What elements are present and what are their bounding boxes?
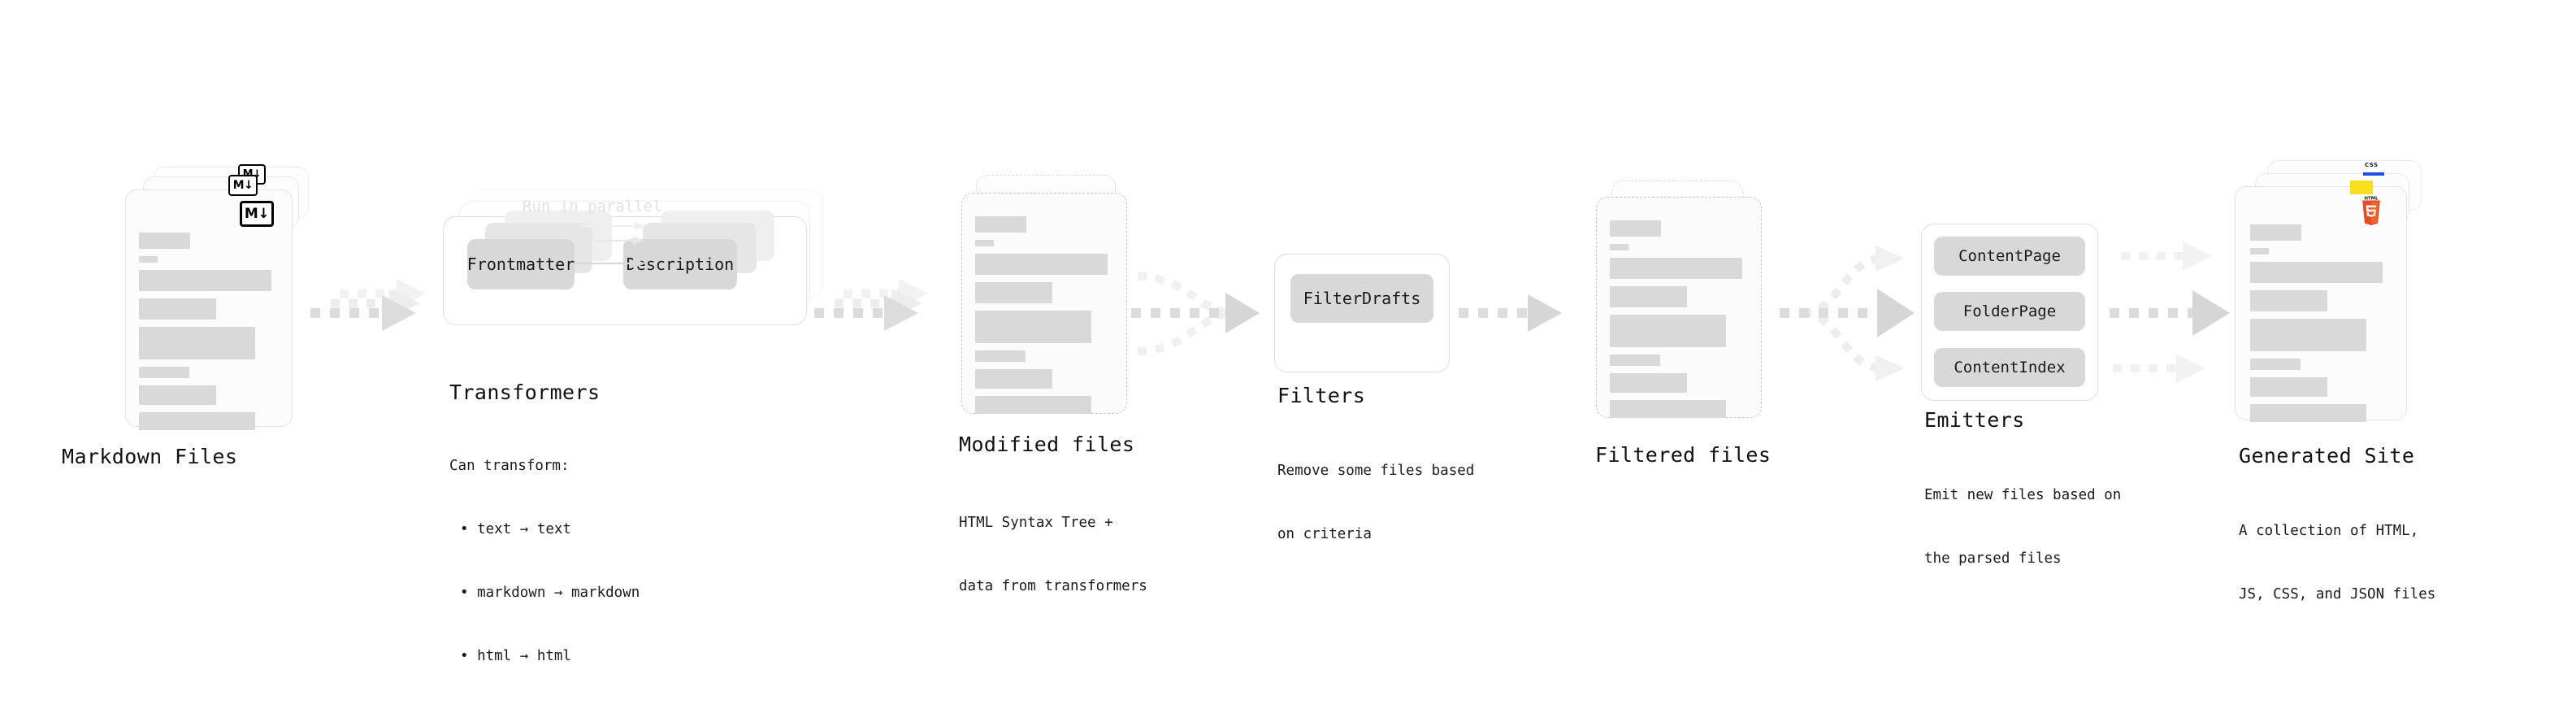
placeholder-bar [1610,258,1742,279]
placeholder-bar [1610,286,1687,307]
html5-icon: HTML [2359,196,2383,225]
filters-sub-0: Remove some files based [1277,463,1475,479]
filters-group: FilterDrafts [1274,254,1453,372]
transformers-bullet-1: • markdown → markdown [460,585,640,601]
placeholder-bar [2250,248,2269,254]
placeholder-bar [975,216,1026,233]
placeholder-bar [139,412,255,430]
modified-placeholder-bars [975,216,1115,421]
emitters-subtext: Emit new files based on the parsed files [1924,442,2121,611]
modified-files-caption: Modified files [959,433,1135,456]
generated-site-sub-1: JS, CSS, and JSON files [2239,586,2436,602]
transformers-caption: Transformers [449,381,601,404]
connector-modified-to-filters [1131,272,1260,355]
filtered-files-caption: Filtered files [1595,443,1772,467]
generated-placeholder-bars [2250,224,2395,429]
filter-chip-filterdrafts[interactable]: FilterDrafts [1290,274,1433,323]
modified-files-stack [955,175,1142,419]
generated-site-subtext: A collection of HTML, JS, CSS, and JSON … [2239,478,2435,647]
run-in-parallel-label: Run in parallel [523,198,662,215]
placeholder-bar [139,270,271,291]
generated-card-front [2235,186,2407,422]
js-icon [2350,181,2373,194]
transformer-inner-arrows [575,222,646,268]
modified-files-sub-0: HTML Syntax Tree + [959,515,1113,531]
connector-markdown-to-transformers [310,279,426,331]
placeholder-bar [139,233,190,249]
transformers-sub-title: Can transform: [449,458,570,474]
pipeline-diagram: M↓ M↓ M↓ Markdown Files Frontmatter Fron… [62,160,2435,664]
modified-files-subtext: HTML Syntax Tree + data from transformer… [959,470,1147,639]
placeholder-bar [1610,354,1660,366]
placeholder-bar [1610,220,1661,237]
filtered-placeholder-bars [1610,220,1750,425]
emitter-chip-contentindex[interactable]: ContentIndex [1934,348,2085,387]
css-icon [2363,172,2384,176]
emitters-sub-0: Emit new files based on [1924,487,2122,503]
emitter-chip-contentpage[interactable]: ContentPage [1934,237,2085,276]
placeholder-bar [139,298,216,320]
placeholder-bar [2250,262,2383,283]
markdown-card-front [125,189,293,430]
placeholder-bar [975,369,1052,389]
markdown-files-caption: Markdown Files [62,445,238,468]
connector-emitters-to-site [2110,241,2230,383]
placeholder-bar [2250,359,2301,370]
placeholder-bar [975,254,1108,275]
placeholder-bar [2250,404,2366,422]
connector-filters-to-filtered [1459,294,1562,332]
placeholder-bar [975,282,1052,303]
markdown-files-stack: M↓ M↓ M↓ [122,164,309,430]
transformer-chip-frontmatter[interactable]: Frontmatter [467,239,575,289]
placeholder-bar [1610,373,1687,393]
filtered-files-stack [1589,181,1776,424]
transformer-chip-description[interactable]: Description [623,239,737,289]
modified-files-sub-1: data from transformers [959,578,1147,594]
generated-site-caption: Generated Site [2239,444,2415,468]
markdown-placeholder-bars [139,233,280,437]
filters-subtext: Remove some files based on criteria [1277,418,1474,587]
transformers-group-stack: Frontmatter Frontmatter Frontmatter Desc… [443,189,833,343]
transformers-bullet-0: • text → text [460,521,571,537]
markdown-icon-front: M↓ [240,201,274,227]
generated-site-stack: CSS HTML [2235,160,2430,428]
placeholder-bar [975,311,1091,343]
transformers-bullet-2: • html → html [460,648,571,664]
modified-card-front [961,193,1127,414]
placeholder-bar [1610,244,1628,250]
markdown-icon-mid: M↓ [228,175,258,196]
generated-site-sub-0: A collection of HTML, [2239,523,2419,539]
css-icon-label: CSS [2365,162,2379,168]
svg-text:HTML: HTML [2365,196,2379,201]
placeholder-bar [975,396,1091,414]
emitters-group: ContentPage FolderPage ContentIndex [1921,224,2108,401]
emitters-caption: Emitters [1924,408,2025,432]
placeholder-bar [139,367,189,378]
placeholder-bar [2250,377,2327,397]
connector-filtered-to-emitters [1780,246,1915,381]
placeholder-bar [139,385,216,405]
placeholder-bar [2250,224,2301,241]
filters-sub-1: on criteria [1277,526,1372,542]
emitter-chip-folderpage[interactable]: FolderPage [1934,292,2085,331]
placeholder-bar [2250,290,2327,311]
emitters-sub-1: the parsed files [1924,550,2062,567]
transformers-subtext: Can transform: • text → text • markdown … [449,413,640,709]
placeholder-bar [975,350,1026,362]
filters-caption: Filters [1277,384,1366,407]
placeholder-bar [2250,319,2366,351]
placeholder-bar [139,256,158,263]
placeholder-bar [139,327,255,359]
placeholder-bar [975,240,994,246]
placeholder-bar [1610,400,1726,418]
placeholder-bar [1610,315,1726,347]
filtered-card-front [1596,197,1762,418]
